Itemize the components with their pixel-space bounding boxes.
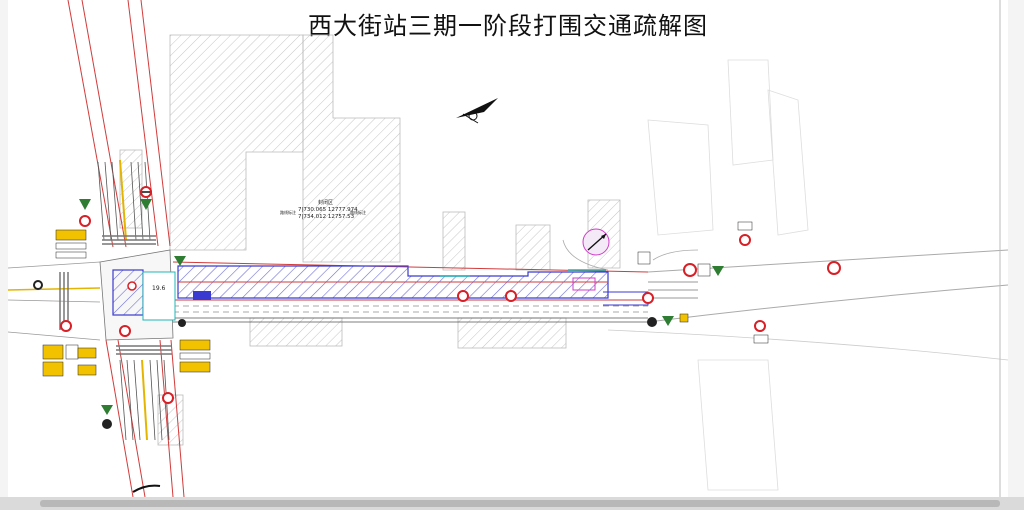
no-entry-icon [505, 290, 517, 302]
zone-measure: 19.6 [152, 285, 166, 292]
svg-text:7|734.012 12757.53: 7|734.012 12757.53 [298, 214, 355, 220]
no-entry-icon [683, 263, 697, 277]
speed-limit-icon [162, 392, 174, 404]
buildings [119, 34, 809, 491]
no-entry-icon [647, 317, 657, 327]
no-entry-icon [457, 290, 469, 302]
warning-arrow-icon [179, 339, 211, 351]
traffic-signs [33, 186, 841, 429]
yield-icon [662, 316, 674, 326]
drawing-sheet: 西大街站三期一阶段打围交通疏解图 [8, 0, 1008, 497]
north-south-road [67, 0, 185, 497]
svg-text:封闭区: 封闭区 [318, 199, 333, 206]
construction-enclosure [112, 265, 649, 321]
no-left-turn-icon [127, 281, 137, 291]
yield-icon [174, 256, 186, 266]
scrollbar-thumb[interactable] [40, 500, 1000, 507]
yield-icon [101, 405, 113, 415]
warning-arrow-icon [55, 229, 87, 241]
no-left-turn-icon [754, 320, 766, 332]
roundabout-icon [582, 228, 610, 256]
coordinate-labels: 封闭区 7|730.065 12777.974 7|734.012 12757.… [280, 199, 366, 220]
drawing-title: 西大街站三期一阶段打围交通疏解图 [308, 12, 708, 40]
speed-limit-icon [79, 215, 91, 227]
svg-text:路线标注: 路线标注 [280, 209, 296, 215]
speed-limit-icon [827, 261, 841, 275]
yield-icon [79, 199, 91, 210]
no-entry-icon [33, 280, 43, 290]
yield-icon [140, 199, 152, 210]
no-left-turn-icon [739, 234, 751, 246]
traffic-plan-svg: 19.6 封闭区 7|730.065 12777.974 7|734.012 1… [8, 0, 1008, 497]
warning-arrow-icon [42, 344, 64, 360]
no-entry-icon [102, 419, 112, 429]
north-arrow-icon [456, 98, 498, 124]
svg-text:路线标注: 路线标注 [350, 209, 366, 215]
svg-text:7|730.065 12777.974: 7|730.065 12777.974 [298, 207, 358, 213]
no-entry-icon [140, 186, 152, 198]
horizontal-scrollbar[interactable] [0, 497, 1024, 510]
warning-arrow-icon [42, 361, 64, 377]
speed-limit-icon [642, 292, 654, 304]
no-entry-icon [178, 319, 186, 327]
road-curve [132, 484, 161, 493]
yield-icon [712, 266, 724, 276]
no-entry-icon [119, 325, 131, 337]
west-road [8, 261, 101, 341]
speed-limit-icon [60, 320, 72, 332]
